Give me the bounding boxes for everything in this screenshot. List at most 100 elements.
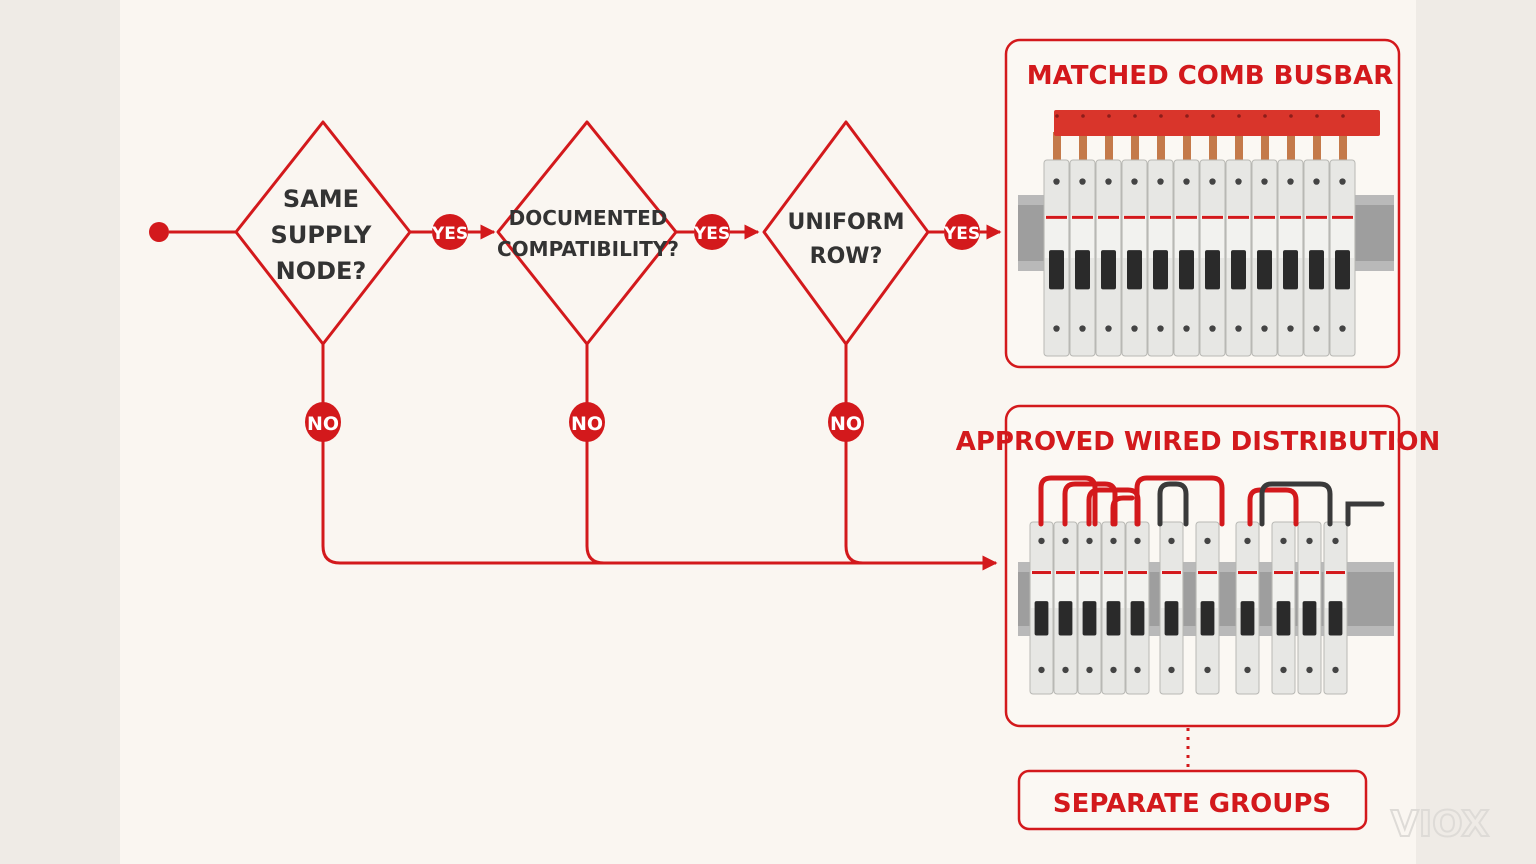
decision-2-line-1: DOCUMENTED — [509, 206, 668, 230]
terminal-screw-icon — [1134, 537, 1141, 545]
bridge-wire — [1259, 481, 1333, 527]
breaker-brand-stripe — [1198, 571, 1217, 575]
yes-label: YES — [431, 224, 468, 244]
busbar-dot — [1185, 114, 1189, 118]
breaker-brand-stripe — [1098, 215, 1119, 219]
terminal-screw-icon — [1038, 537, 1045, 545]
terminal-screw-icon — [1332, 666, 1339, 674]
terminal-screw-icon — [1157, 178, 1164, 185]
breaker-brand-stripe — [1332, 215, 1353, 219]
breaker-brand-stripe — [1326, 571, 1345, 575]
terminal-screw-icon — [1209, 325, 1216, 332]
breaker-front-panel — [1237, 570, 1258, 608]
breaker-brand-stripe — [1306, 215, 1327, 219]
breaker-front-panel — [1031, 570, 1052, 608]
breaker-brand-stripe — [1202, 215, 1223, 219]
breaker-front-panel — [1227, 214, 1250, 258]
no-badge-circle — [569, 402, 605, 442]
breaker-front-panel — [1299, 570, 1320, 608]
breaker-toggle-handle — [1328, 601, 1343, 636]
yes-badge-1: YES — [431, 214, 468, 250]
outcome-title: APPROVED WIRED DISTRIBUTION — [956, 427, 1441, 457]
busbar-dot — [1289, 114, 1293, 118]
terminal-screw-icon — [1313, 178, 1320, 185]
terminal-screw-icon — [1053, 178, 1060, 185]
decision-3-line-2: ROW? — [810, 244, 883, 269]
breaker-front-panel — [1103, 570, 1124, 608]
breaker-front-panel — [1071, 214, 1094, 258]
breaker-front-panel — [1175, 214, 1198, 258]
breaker-toggle-handle — [1335, 250, 1350, 290]
yes-label: YES — [943, 224, 980, 244]
breaker-brand-stripe — [1280, 215, 1301, 219]
yes-badge-3: YES — [943, 214, 980, 250]
terminal-screw-icon — [1287, 178, 1294, 185]
decision-1-line-2: SUPPLY — [271, 221, 373, 249]
terminal-screw-icon — [1280, 537, 1287, 545]
yes-badge-circle — [694, 214, 730, 250]
breaker-brand-stripe — [1124, 215, 1145, 219]
breaker-front-panel — [1331, 214, 1354, 258]
bridge-wire — [1247, 487, 1299, 527]
breaker-toggle-handle — [1058, 601, 1073, 636]
breaker-front-panel — [1201, 214, 1224, 258]
terminal-screw-icon — [1168, 666, 1175, 674]
breaker-brand-stripe — [1104, 571, 1123, 575]
terminal-screw-icon — [1168, 537, 1175, 545]
copper-pin — [1183, 132, 1191, 164]
yes-label: YES — [693, 224, 730, 244]
yes-badge-2: YES — [693, 214, 730, 250]
terminal-screw-icon — [1209, 178, 1216, 185]
breaker-toggle-handle — [1106, 601, 1121, 636]
start-terminal — [149, 222, 169, 242]
no-badge-circle — [828, 402, 864, 442]
busbar-dot — [1237, 114, 1241, 118]
copper-pin — [1131, 132, 1139, 164]
busbar-dot — [1055, 114, 1059, 118]
terminal-screw-icon — [1086, 666, 1093, 674]
terminal-screw-icon — [1038, 666, 1045, 674]
wired-distribution-illustration — [1018, 475, 1394, 695]
breaker-brand-stripe — [1238, 571, 1257, 575]
breaker-toggle-handle — [1205, 250, 1220, 290]
breaker-brand-stripe — [1056, 571, 1075, 575]
breaker-brand-stripe — [1228, 215, 1249, 219]
terminal-screw-icon — [1086, 537, 1093, 545]
no-label: NO — [571, 413, 603, 435]
breaker-toggle-handle — [1049, 250, 1064, 290]
breaker-front-panel — [1253, 214, 1276, 258]
breaker-toggle-handle — [1164, 601, 1179, 636]
breaker-front-panel — [1279, 214, 1302, 258]
breaker-toggle-handle — [1075, 250, 1090, 290]
terminal-screw-icon — [1131, 325, 1138, 332]
yes-badge-circle — [944, 214, 980, 250]
terminal-screw-icon — [1332, 537, 1339, 545]
outcome-matched-comb-busbar: MATCHED COMB BUSBAR — [1004, 38, 1401, 369]
terminal-screw-icon — [1339, 178, 1346, 185]
copper-pin — [1261, 132, 1269, 164]
no-badge-3: NO — [828, 402, 864, 442]
terminal-screw-icon — [1131, 178, 1138, 185]
breaker-brand-stripe — [1128, 571, 1147, 575]
terminal-screw-icon — [1110, 537, 1117, 545]
decision-diamond — [496, 120, 678, 346]
terminal-screw-icon — [1062, 537, 1069, 545]
copper-pin — [1235, 132, 1243, 164]
breaker-brand-stripe — [1072, 215, 1093, 219]
breaker-front-panel — [1305, 214, 1328, 258]
busbar-dot — [1263, 114, 1267, 118]
busbar-dot — [1133, 114, 1137, 118]
breaker-front-panel — [1325, 570, 1346, 608]
copper-pin — [1157, 132, 1165, 164]
copper-pin — [1105, 132, 1113, 164]
bridge-wire — [1157, 481, 1189, 527]
breaker-toggle-handle — [1153, 250, 1168, 290]
terminal-screw-icon — [1235, 178, 1242, 185]
outcome-title: MATCHED COMB BUSBAR — [1027, 61, 1394, 91]
busbar-dot — [1315, 114, 1319, 118]
breaker-toggle-handle — [1283, 250, 1298, 290]
terminal-screw-icon — [1053, 325, 1060, 332]
terminal-screw-icon — [1105, 178, 1112, 185]
copper-pin — [1339, 132, 1347, 164]
